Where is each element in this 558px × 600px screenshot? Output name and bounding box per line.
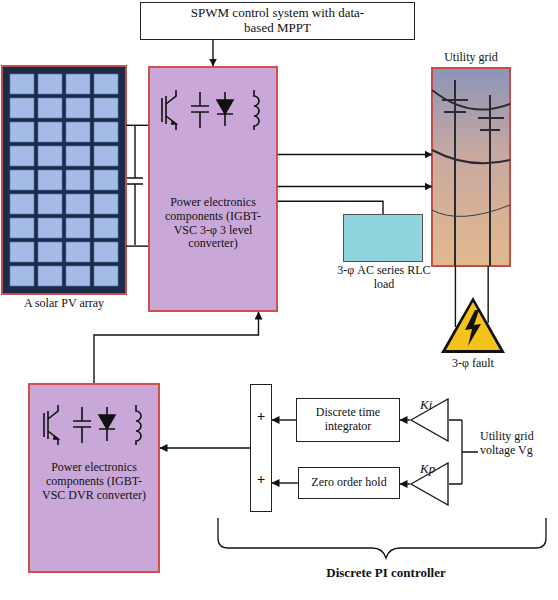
dvr-box: Power electronics components (IGBT-VSC D… (28, 383, 160, 573)
gain-triangle: Ki (410, 398, 449, 442)
connector-line (272, 419, 296, 420)
pv-array: A solar PV array (2, 66, 126, 294)
node-text: Power electronics components (IGBT-VSC D… (36, 461, 152, 502)
connector-line (126, 245, 148, 246)
pv-cells (8, 72, 120, 288)
triangle-outline (411, 463, 448, 505)
connector-line (455, 266, 456, 327)
connector-line (212, 40, 213, 66)
connector-line (278, 201, 383, 214)
node-text: Discrete time integrator (297, 406, 399, 434)
integrator-box: Discrete time integrator (296, 398, 400, 442)
converter-symbols (162, 90, 259, 130)
pv-panel-art (2, 66, 126, 294)
hold-box: Zero order hold (298, 467, 400, 499)
annotation-label: Utility grid voltage Vg (480, 430, 556, 458)
connector (272, 483, 298, 484)
connector (272, 420, 296, 421)
converter-symbols (44, 405, 141, 445)
fault-sign: 3-φ fault (440, 296, 506, 354)
load-box: 3-φ AC series RLC load (343, 214, 423, 262)
node-text: A solar PV array (2, 297, 126, 311)
dc-link-capacitor (127, 125, 143, 245)
connector-line (126, 125, 148, 126)
grid-photo (432, 68, 510, 266)
bracket (218, 518, 546, 558)
connector-line (278, 186, 432, 187)
connector-line (400, 483, 410, 484)
triangle-outline (411, 399, 448, 441)
node-text: Zero order hold (311, 476, 386, 490)
connector (278, 201, 383, 214)
control-box: SPWM control system with data-based MPPT (140, 2, 415, 40)
connector-line (400, 419, 410, 420)
node-text: + (257, 408, 266, 425)
annotation-label: Discrete PI controller (266, 566, 506, 581)
node-text: + (257, 471, 266, 488)
warning-sign (440, 296, 506, 354)
connector-line (487, 266, 488, 323)
connector (455, 266, 488, 327)
connector (278, 155, 432, 187)
node-text: 3-φ fault (428, 357, 518, 371)
utility-grid: Utility grid (432, 68, 510, 266)
converter-box: Power electronics components (IGBT-VSC 3… (148, 66, 278, 312)
connector (213, 40, 214, 66)
lightning-bolt (465, 310, 481, 346)
node-text: 3-φ AC series RLC load (329, 264, 439, 292)
connector (126, 125, 148, 246)
connector (94, 312, 259, 383)
connector-line (272, 482, 298, 483)
connector (400, 484, 410, 485)
connector-line (278, 154, 432, 155)
connector-line (94, 312, 259, 383)
node-text: Kp (410, 462, 449, 477)
summing-block: ++ (250, 384, 272, 512)
node-text: Ki (410, 398, 449, 413)
node-text: Power electronics components (IGBT-VSC 3… (156, 196, 270, 251)
warning-fill (446, 302, 500, 350)
connector (400, 420, 410, 421)
node-text: Utility grid (411, 51, 531, 65)
warning-border (441, 297, 505, 353)
voltage-input-wires (449, 420, 478, 484)
node-text: SPWM control system with data-based MPPT (178, 6, 378, 36)
connector (160, 448, 250, 449)
gain-triangle: Kp (410, 462, 449, 506)
connector-line (160, 447, 250, 448)
